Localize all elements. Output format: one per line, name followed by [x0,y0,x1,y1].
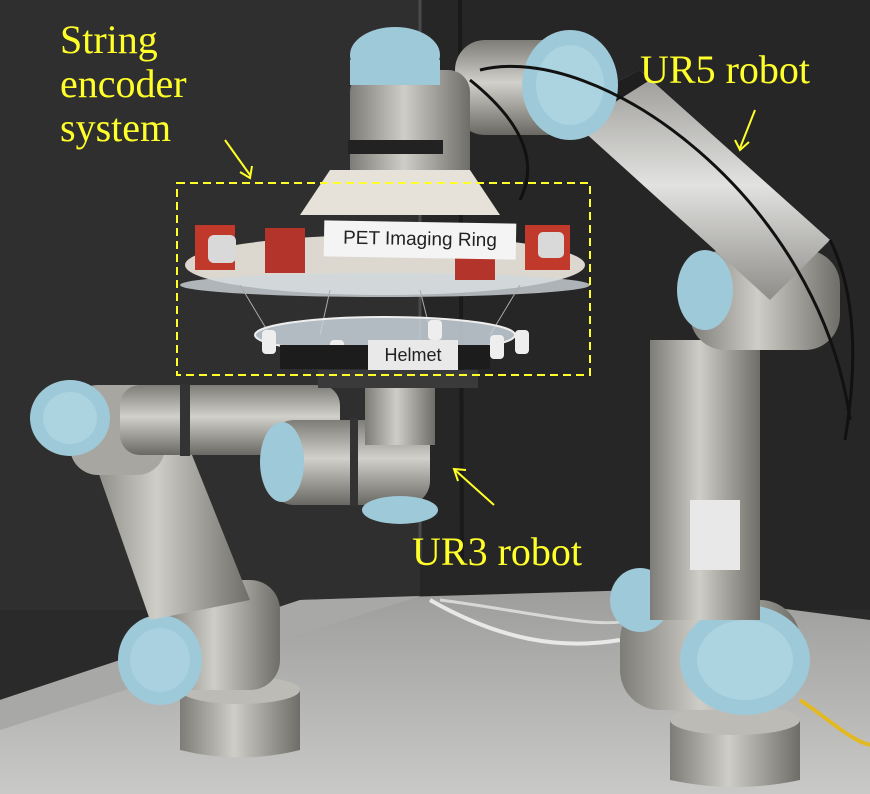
string-encoder-label: String encoder system [60,18,187,150]
pet-imaging-ring-tag: PET Imaging Ring [323,220,517,260]
string-encoder-line-3: system [60,105,172,150]
ur3-robot-label: UR3 robot [412,529,582,574]
string-encoder-line-1: String [60,17,158,62]
string-encoder-line-2: encoder [60,61,187,106]
helmet-tag: Helmet [368,340,458,370]
ur5-robot-label: UR5 robot [640,47,810,92]
